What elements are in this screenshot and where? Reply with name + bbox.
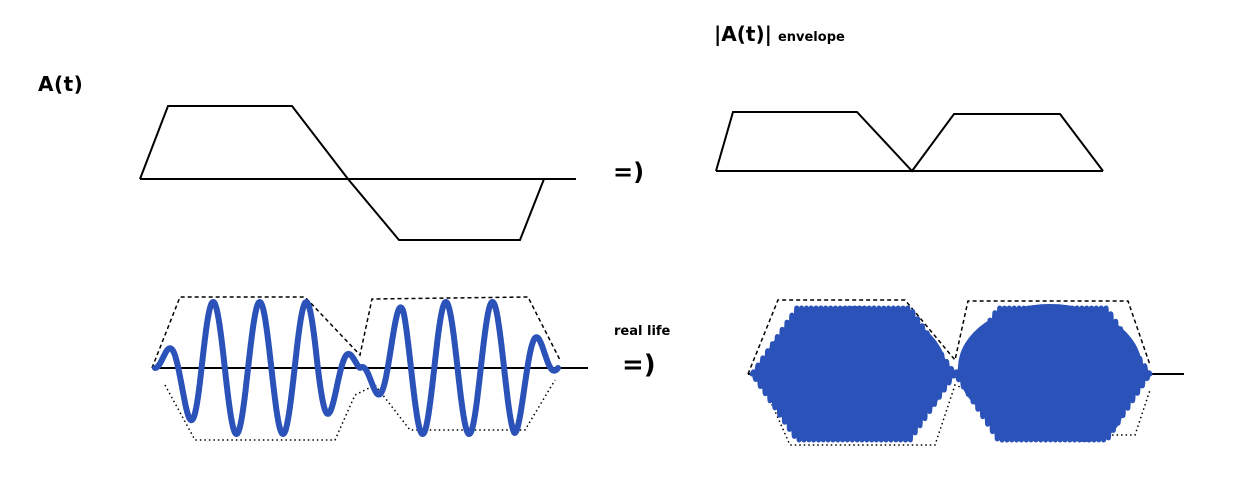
a-of-t-waveform bbox=[139, 105, 545, 241]
a-of-t-label: A(t) bbox=[38, 72, 84, 96]
implies-arrow-top: =) bbox=[613, 158, 645, 186]
envelope-lower-dotted-left bbox=[164, 379, 556, 441]
carrier-wave-left bbox=[152, 299, 561, 437]
envelope-plot bbox=[715, 111, 1104, 173]
carrier-wave-dense-fill bbox=[763, 304, 1142, 442]
implies-arrow-bottom: =) bbox=[622, 350, 656, 380]
envelope-upper-dashed-right bbox=[747, 299, 1151, 375]
envelope-label-suffix: envelope bbox=[777, 30, 845, 45]
carrier-wave-dense-blob bbox=[1047, 378, 1123, 442]
envelope-upper-dashed-left bbox=[151, 296, 561, 369]
carrier-wave-dense-blob bbox=[763, 306, 947, 438]
real-life-plot-left bbox=[151, 296, 588, 441]
real-life-plot-right bbox=[747, 299, 1184, 446]
envelope-label-main: |A(t)| bbox=[714, 22, 772, 46]
a-of-t-plot bbox=[139, 105, 576, 241]
envelope-waveform bbox=[715, 111, 1104, 173]
real-life-label: real life bbox=[614, 324, 671, 339]
envelope-label: |A(t)| envelope bbox=[714, 22, 845, 46]
